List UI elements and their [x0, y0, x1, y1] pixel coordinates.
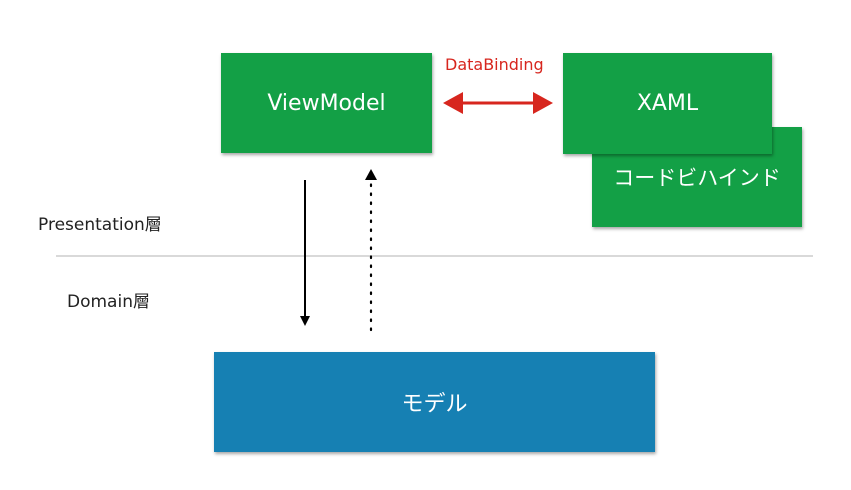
xaml-box: XAML: [563, 53, 772, 154]
xaml-label: XAML: [636, 91, 699, 116]
layer-divider: [56, 255, 813, 257]
databinding-arrow-head-left: [443, 92, 463, 114]
model-label: モデル: [401, 392, 468, 417]
viewmodel-box: ViewModel: [221, 53, 432, 153]
databinding-label: DataBinding: [445, 55, 544, 74]
viewmodel-label: ViewModel: [267, 90, 386, 116]
model-to-viewmodel-arrow: [365, 169, 377, 332]
domain-layer-label: Domain層: [67, 292, 150, 312]
solid-arrow-head: [300, 316, 310, 326]
viewmodel-to-model-arrow: [300, 180, 310, 326]
databinding-arrow: [443, 92, 553, 114]
model-box: モデル: [214, 352, 655, 452]
dotted-arrow-head: [365, 169, 377, 180]
databinding-arrow-head-right: [533, 92, 553, 114]
presentation-layer-label: Presentation層: [38, 215, 162, 235]
codebehind-label: コードビハインド: [613, 166, 781, 190]
